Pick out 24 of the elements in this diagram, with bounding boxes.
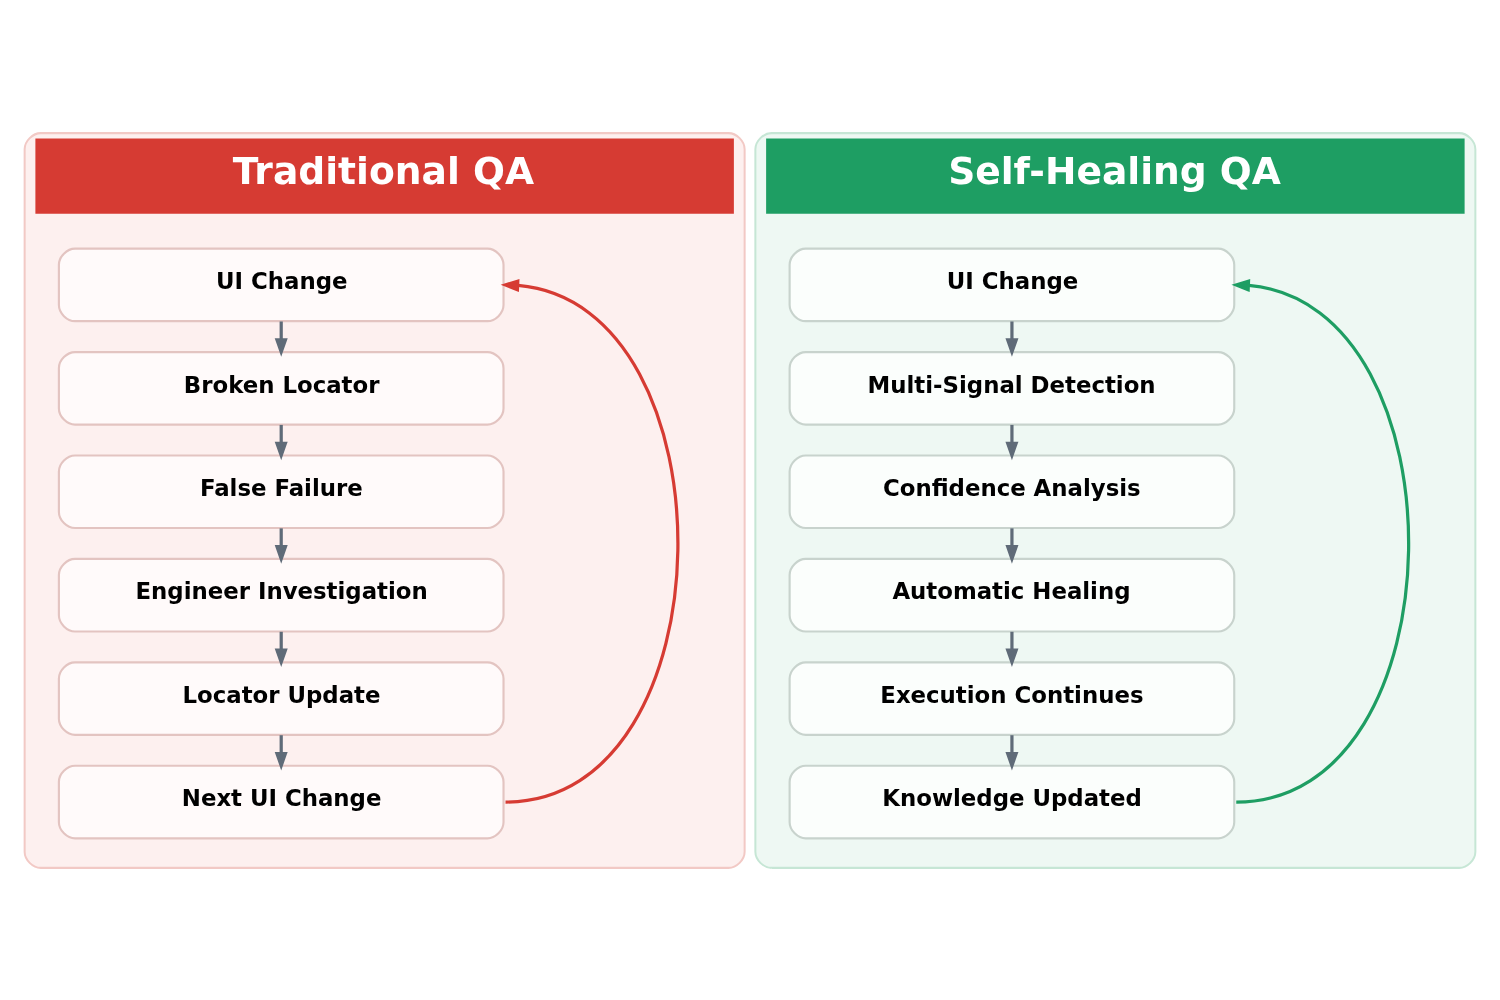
arrow — [1005, 321, 1019, 357]
arrow — [1005, 527, 1019, 564]
arrow — [274, 527, 288, 564]
arrow — [274, 424, 288, 460]
node-box: False Failure — [57, 453, 505, 529]
node-box: Automatic Healing — [788, 557, 1236, 633]
node-box: Knowledge Updated — [788, 764, 1236, 839]
node-box: Confidence Analysis — [788, 453, 1236, 529]
arrow — [500, 278, 680, 804]
node-box: Engineer Investigation — [57, 557, 505, 633]
node-box: Broken Locator — [57, 350, 505, 426]
node-box: Next UI Change — [57, 764, 505, 839]
node-box: UI Change — [57, 247, 505, 322]
arrow — [1231, 278, 1410, 804]
arrow — [1005, 424, 1019, 460]
arrow — [274, 734, 288, 771]
arrow — [274, 321, 288, 357]
arrow — [1005, 631, 1019, 667]
node-box: Multi-Signal Detection — [788, 350, 1236, 426]
node-box: Locator Update — [57, 660, 505, 736]
arrow — [1005, 734, 1019, 771]
node-box: Execution Continues — [788, 660, 1236, 736]
arrow — [274, 631, 288, 667]
node-box: UI Change — [788, 247, 1236, 322]
